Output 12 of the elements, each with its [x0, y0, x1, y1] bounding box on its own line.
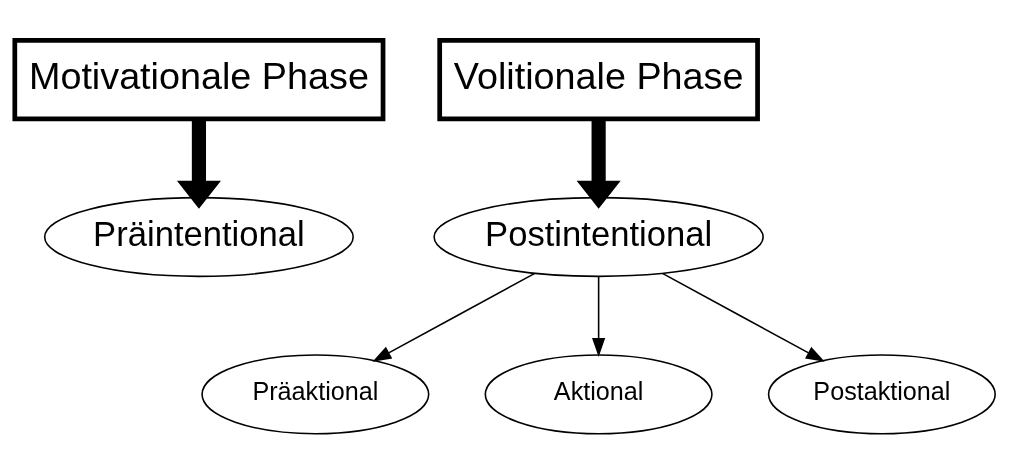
arrow [176, 118, 221, 209]
node-ellipse: Aktional [484, 353, 713, 434]
node-ellipse: Präaktional [201, 353, 430, 434]
arrow [372, 272, 536, 362]
arrow [662, 272, 825, 362]
node-ellipse: Postaktional [767, 353, 996, 434]
node-ellipse: Präintentional [43, 196, 354, 277]
arrow [576, 118, 621, 209]
node-ellipse: Postintentional [433, 196, 764, 277]
arrow [592, 275, 606, 357]
node-box: Volitionale Phase [437, 37, 760, 121]
node-box: Motivationale Phase [12, 37, 386, 121]
